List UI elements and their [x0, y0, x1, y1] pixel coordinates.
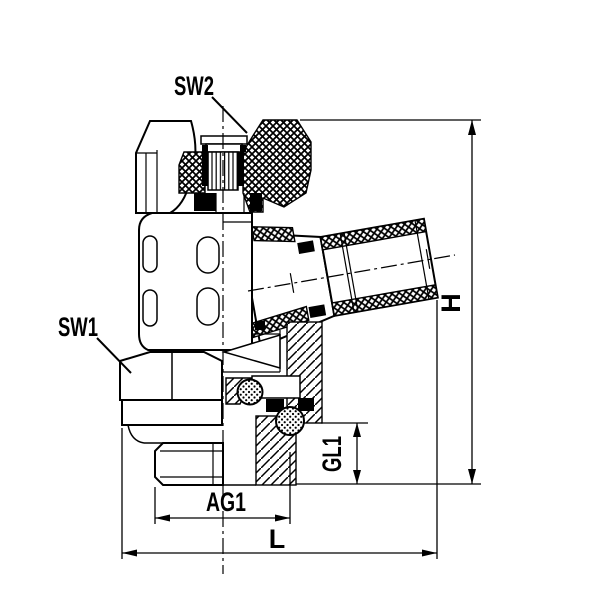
- h-arrow-top: [468, 120, 476, 135]
- side-port-knurl-bottom: [331, 283, 439, 317]
- body-slot-4: [196, 287, 220, 326]
- l-arrow-right: [422, 549, 437, 557]
- ag1-arrow-left: [155, 514, 170, 522]
- dim-label-h: H: [436, 293, 466, 313]
- port-axis-tick-right: [425, 249, 431, 269]
- label-sw1: SW1: [58, 312, 98, 342]
- seal-black-right: [298, 398, 314, 411]
- collet-bar-left: [202, 152, 208, 186]
- collet-notch-right: [240, 145, 246, 152]
- callout-sw2: SW2: [174, 71, 248, 134]
- dim-label-gl1: GL1: [317, 436, 347, 472]
- o-ring-2: [275, 406, 305, 436]
- side-port-seal-bottom: [308, 304, 327, 318]
- bottom-thread-section: [119, 321, 323, 486]
- side-port: [239, 217, 439, 349]
- body-slot-1: [142, 235, 158, 273]
- sw1-leader-line: [96, 337, 132, 374]
- port-axis-tick-left: [289, 273, 295, 293]
- ag1-arrow-right: [275, 514, 290, 522]
- collet-notch-left: [202, 145, 208, 152]
- l-arrow-left: [122, 549, 137, 557]
- h-arrow-bottom: [468, 469, 476, 484]
- shoulder-curve: [127, 424, 145, 444]
- seal-block-left: [194, 193, 216, 211]
- seal-black-left: [266, 399, 284, 412]
- dimension-gl1: GL1: [317, 422, 368, 484]
- washer: [121, 399, 223, 426]
- dim-label-ag1: AG1: [206, 487, 246, 517]
- centerlines: [222, 106, 456, 574]
- body-outline: [138, 212, 253, 351]
- hex-nut: [119, 351, 223, 401]
- side-port-joint-line-2: [343, 232, 359, 312]
- seal-block-right: [250, 193, 262, 211]
- collet-bar-right: [238, 152, 244, 186]
- port-axis-centerline: [247, 254, 456, 292]
- side-port-seal-top: [297, 240, 315, 254]
- side-port-knurl-top: [319, 217, 427, 251]
- gl1-arrow-top: [353, 423, 361, 437]
- release-collet-flange: [200, 135, 248, 145]
- side-port-joint-line: [339, 233, 355, 313]
- o-ring-1: [236, 378, 264, 406]
- dimension-l: L: [121, 300, 438, 559]
- body-slot-3: [142, 289, 158, 327]
- side-port-top-grip: [250, 226, 296, 243]
- body-slot-2: [196, 236, 220, 274]
- dimension-h: H: [296, 119, 481, 485]
- gl1-arrow-bottom: [353, 470, 361, 484]
- section-corner-black: [255, 321, 265, 330]
- release-collet-flange-inner: [205, 143, 243, 153]
- callout-sw1: SW1: [58, 312, 132, 374]
- sw2-leader-line: [211, 96, 248, 134]
- dimension-ag1: AG1: [154, 452, 291, 524]
- dim-label-l: L: [269, 524, 286, 554]
- main-body: [138, 212, 281, 373]
- label-sw2: SW2: [174, 71, 214, 101]
- top-grip-left: [178, 151, 206, 194]
- side-port-end-step: [414, 220, 430, 300]
